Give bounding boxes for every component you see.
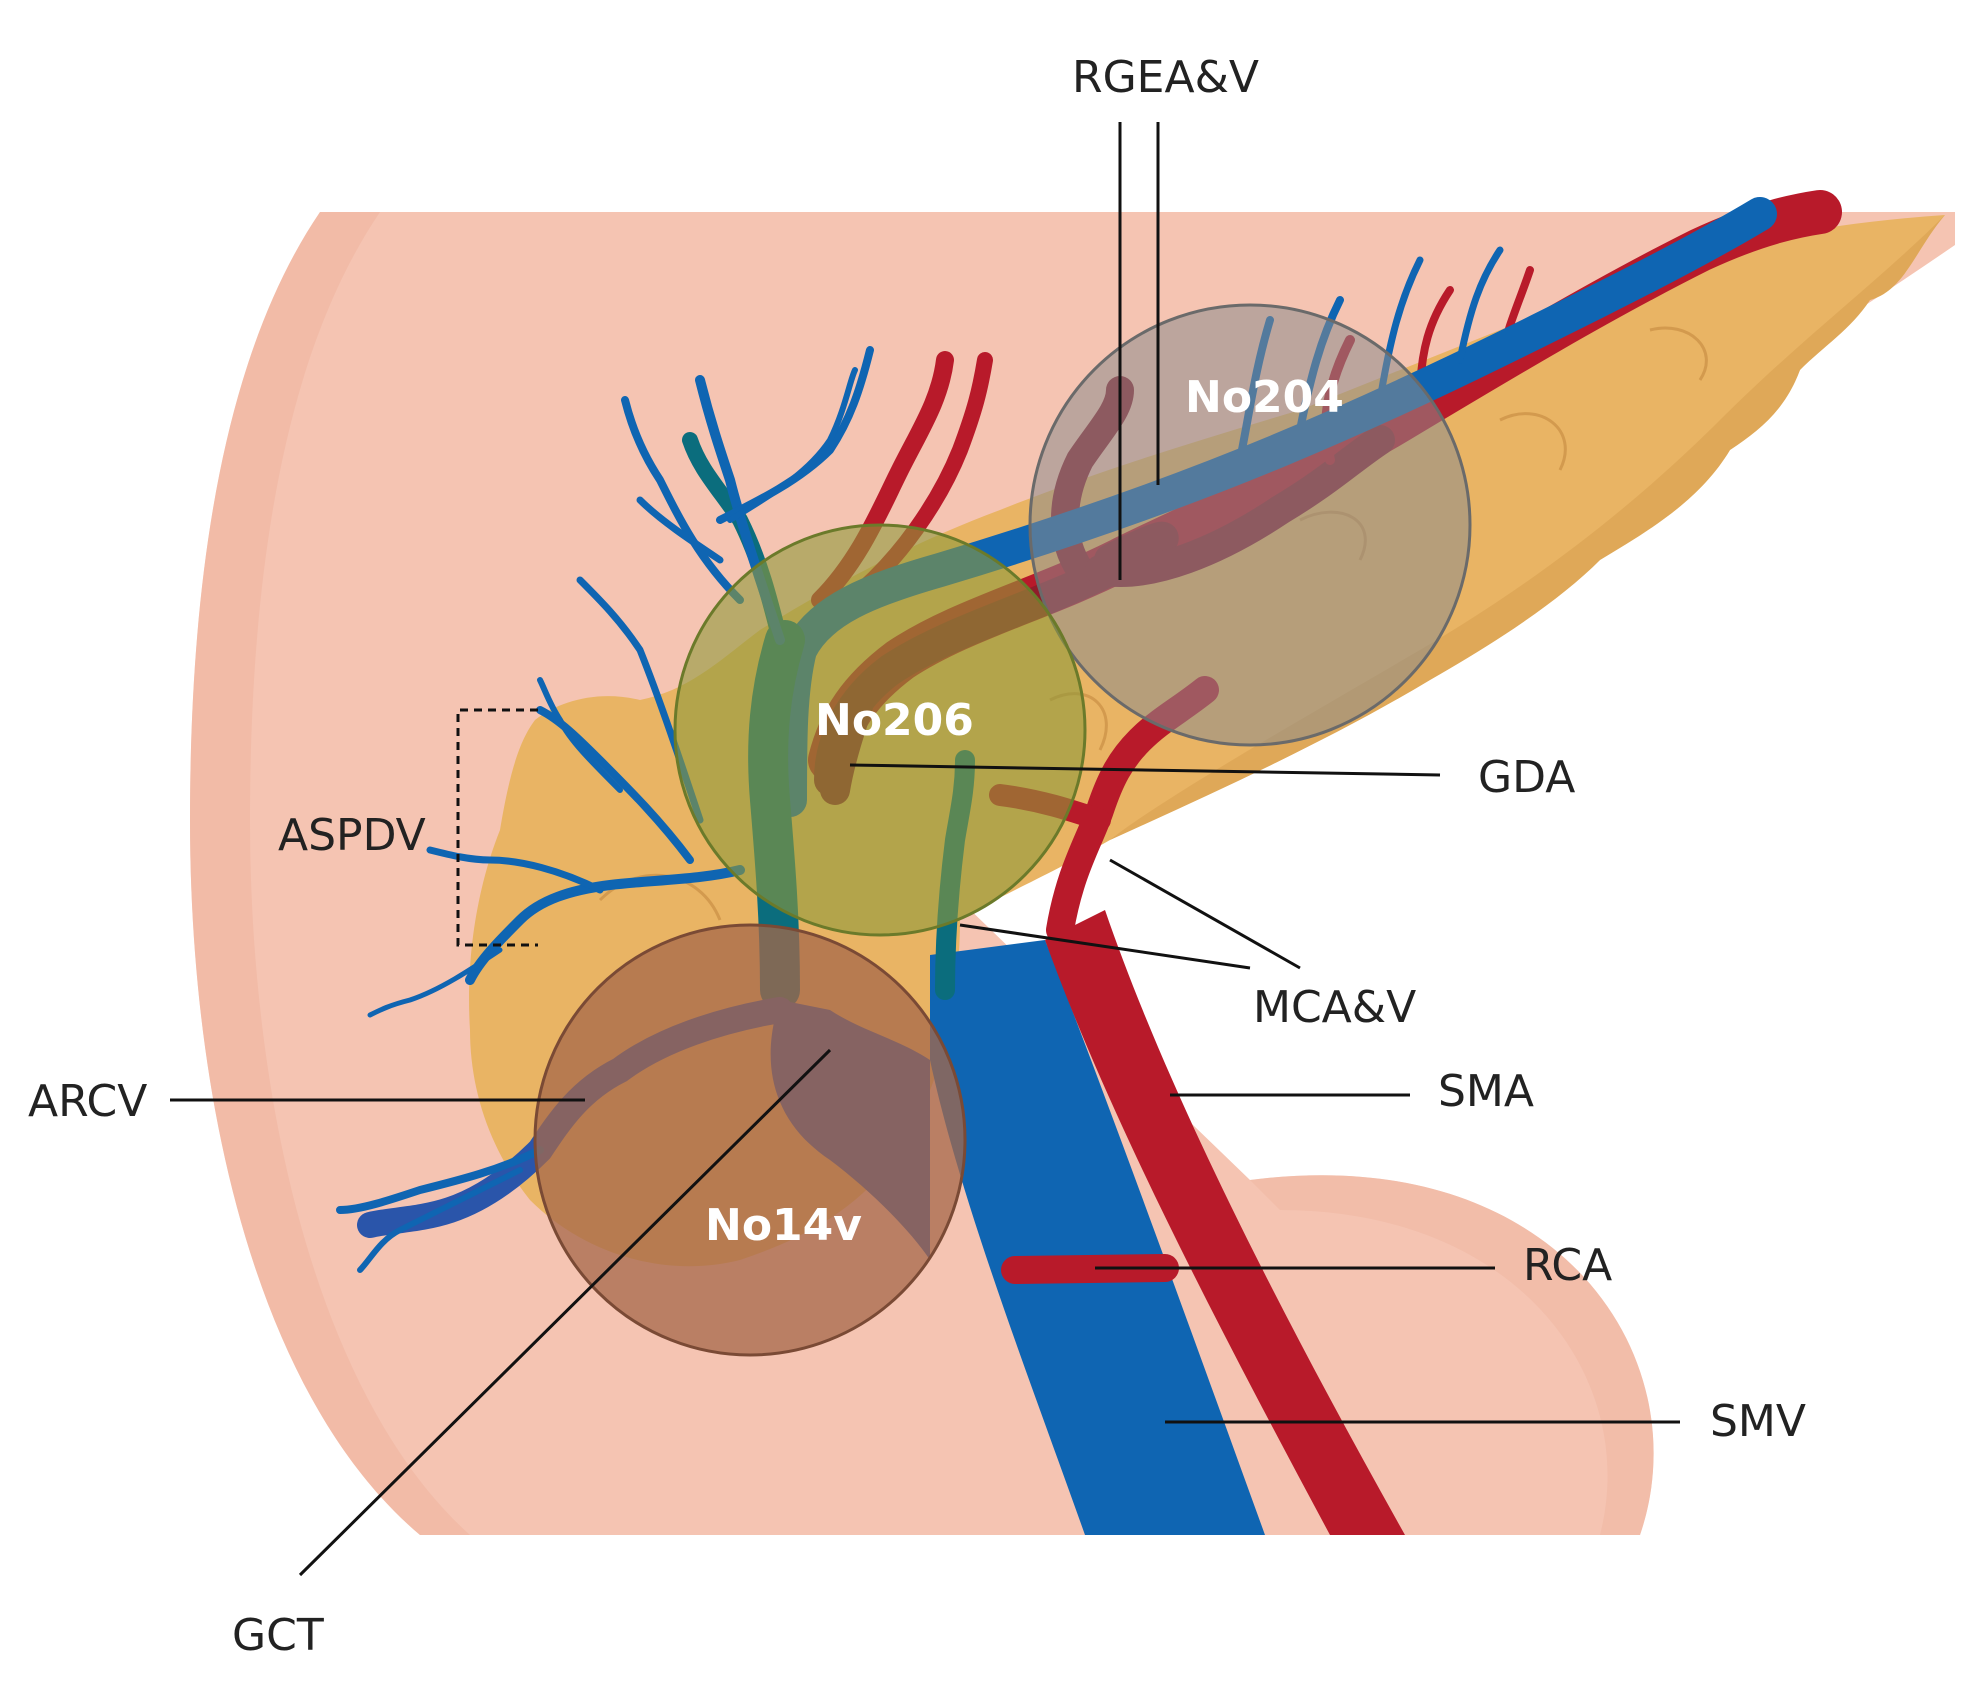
- station-no204-label: No204: [1185, 372, 1344, 423]
- station-no14v-circle: [533, 923, 967, 1357]
- label-mcav: MCA&V: [1253, 982, 1416, 1033]
- label-rgeav: RGEA&V: [1072, 52, 1259, 103]
- station-no14v-label: No14v: [705, 1200, 862, 1251]
- label-smv: SMV: [1710, 1396, 1806, 1447]
- leader-lines: [170, 122, 1680, 1577]
- aspdv-bracket: [456, 708, 538, 947]
- mcav-leader-a: [959, 923, 1251, 970]
- station-no204-circle: [1028, 303, 1472, 747]
- label-rca: RCA: [1523, 1240, 1612, 1291]
- station-no206-label: No206: [815, 695, 974, 746]
- label-aspdv: ASPDV: [278, 810, 426, 861]
- label-gda: GDA: [1478, 752, 1575, 803]
- station-no206-circle: [673, 523, 1087, 937]
- smv-vessel: [930, 940, 1265, 1535]
- gct-leader: [298, 1048, 832, 1577]
- label-sma: SMA: [1438, 1066, 1534, 1117]
- label-gct: GCT: [232, 1610, 324, 1661]
- label-arcv: ARCV: [28, 1076, 147, 1127]
- gda-leader: [849, 763, 1441, 777]
- mcav-leader-b: [1109, 858, 1301, 970]
